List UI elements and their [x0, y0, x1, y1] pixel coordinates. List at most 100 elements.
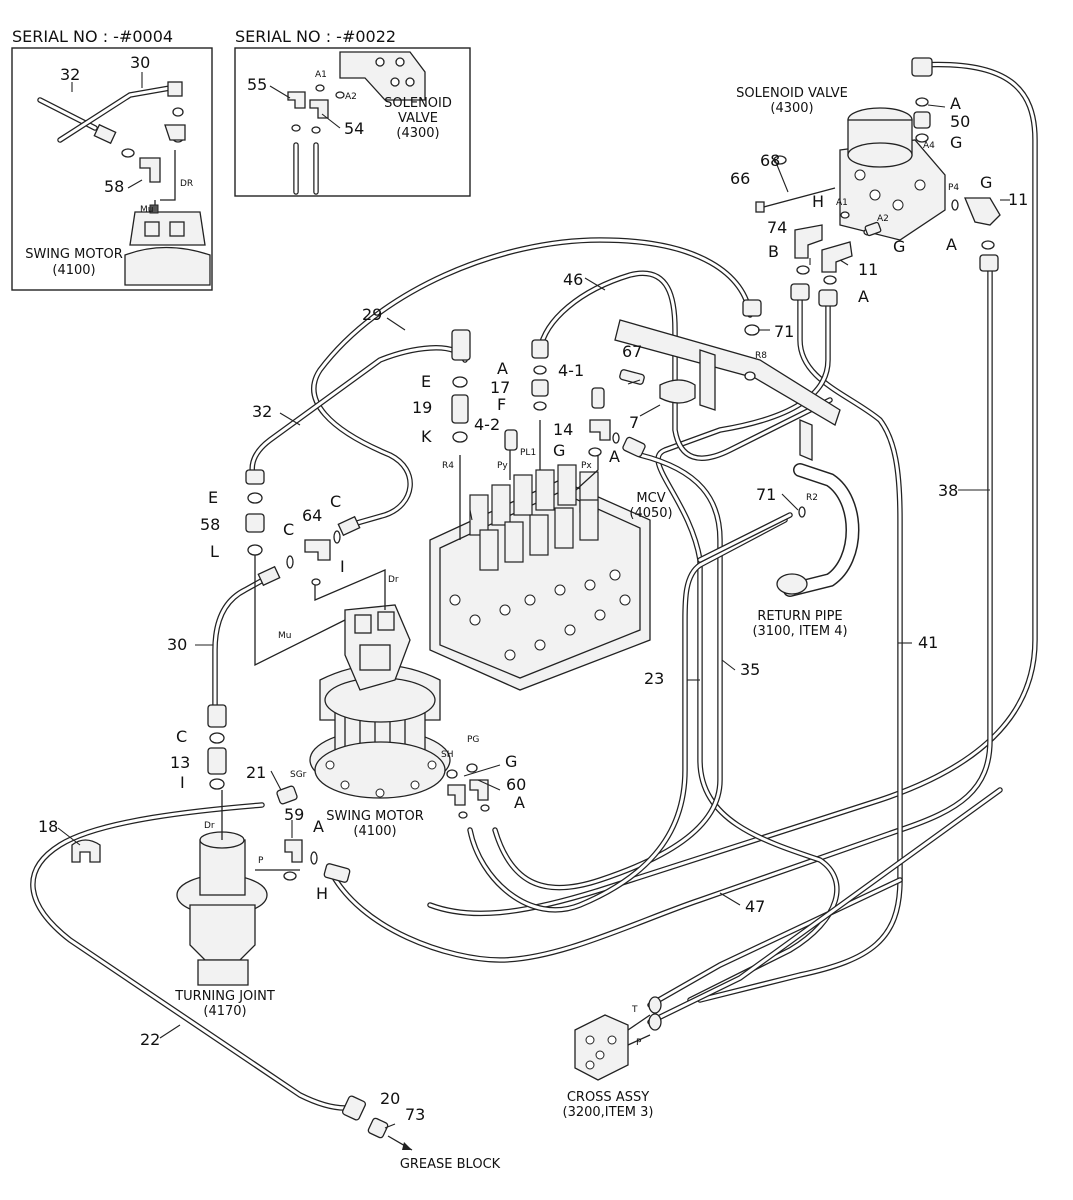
callout-18: 18 — [38, 817, 58, 836]
inset-1-swing-motor-sketch — [124, 204, 211, 286]
caption-solenoid-code: (4300) — [770, 101, 813, 116]
port-sgr: SGr — [290, 770, 307, 780]
callout-67: 67 — [622, 342, 642, 361]
callout-41: 41 — [918, 633, 938, 652]
letter-g-motor: G — [505, 752, 517, 771]
callout-22: 22 — [140, 1030, 160, 1049]
letter-k: K — [421, 427, 432, 446]
inset-1-caption-line-1: SWING MOTOR — [25, 247, 123, 262]
callout-14: 14 — [553, 420, 573, 439]
letter-a-top: A — [950, 94, 961, 113]
callout-19: 19 — [412, 398, 432, 417]
inset-1-serial-label: SERIAL NO : -#0004 — [12, 27, 173, 46]
letter-g-solenoid: G — [893, 237, 905, 256]
caption-swing-motor-code: (4100) — [353, 824, 396, 839]
inset-1-callout-58: 58 — [104, 177, 124, 196]
callout-11-right: 11 — [1008, 190, 1028, 209]
callout-38: 38 — [938, 481, 958, 500]
callout-21: 21 — [246, 763, 266, 782]
letter-a-right-solenoid: A — [946, 235, 957, 254]
caption-cross-assy-code: (3200,ITEM 3) — [563, 1105, 654, 1120]
caption-turning-joint: TURNING JOINT — [174, 989, 275, 1004]
callout-29: 29 — [362, 305, 382, 324]
letter-a-mcv: A — [497, 359, 508, 378]
callout-30: 30 — [167, 635, 187, 654]
port-p4: P4 — [948, 183, 959, 193]
callout-58: 58 — [200, 515, 220, 534]
callout-71-upper: 71 — [774, 322, 794, 341]
inset-1-port-dr: DR — [180, 179, 193, 189]
port-p-cross: P — [636, 1038, 642, 1048]
letter-h-solenoid: H — [812, 192, 824, 211]
letter-a-solenoid: A — [858, 287, 869, 306]
port-pg: PG — [467, 735, 479, 745]
inset-serial-0022: SERIAL NO : -#0022 A1 A2 55 54 SOLENOID … — [234, 27, 471, 197]
letter-i-lower: I — [180, 773, 185, 792]
port-r2: R2 — [806, 493, 818, 503]
callout-20: 20 — [380, 1089, 400, 1108]
inset-2-caption-line-2: VALVE — [398, 111, 438, 126]
fittings — [71, 57, 1001, 1151]
port-a2: A2 — [877, 214, 889, 224]
return-pipe-assembly — [614, 319, 841, 595]
part-callouts: 29 32 30 58 64 46 19 17 4-1 4-2 14 67 7 … — [38, 112, 1028, 1124]
letter-b: B — [768, 242, 779, 261]
callout-4-2: 4-2 — [474, 415, 500, 434]
port-t: T — [631, 1005, 638, 1015]
callout-68: 68 — [760, 151, 780, 170]
callout-7: 7 — [629, 413, 639, 432]
letter-c-right: C — [330, 492, 341, 511]
port-px: Px — [581, 461, 592, 471]
letter-g-right: G — [980, 173, 992, 192]
inset-2-callout-54: 54 — [344, 119, 364, 138]
caption-mcv: MCV — [636, 491, 665, 506]
port-mu: Mu — [278, 631, 291, 641]
callout-59: 59 — [284, 805, 304, 824]
letter-e-mcv: E — [421, 372, 431, 391]
letter-f: F — [497, 395, 506, 414]
caption-swing-motor: SWING MOTOR — [326, 809, 424, 824]
inset-serial-0004: SERIAL NO : -#0004 32 30 58 DR — [11, 27, 213, 291]
leader-lines — [57, 104, 1010, 1129]
letter-h-lower: H — [316, 884, 328, 903]
component-captions: SOLENOID VALVE (4300) MCV (4050) RETURN … — [174, 86, 848, 1172]
letter-g-top: G — [950, 133, 962, 152]
port-letters: E L C C I A E F K G A C I A H G A A G H … — [176, 94, 992, 903]
callout-17: 17 — [490, 378, 510, 397]
port-sh: SH — [441, 750, 453, 760]
inset-1-frame — [11, 47, 213, 291]
letter-a-motor: A — [514, 793, 525, 812]
callout-74: 74 — [767, 218, 787, 237]
turning-joint-4170 — [176, 790, 300, 986]
port-p-joint: P — [258, 856, 264, 866]
inset-1-callout-32: 32 — [60, 65, 80, 84]
inset-1-hoses — [37, 81, 186, 215]
letter-c-lower: C — [176, 727, 187, 746]
callout-47: 47 — [745, 897, 765, 916]
callout-66: 66 — [730, 169, 750, 188]
mcv-valve-block — [429, 420, 651, 691]
caption-turning-joint-code: (4170) — [203, 1004, 246, 1019]
caption-solenoid-valve: SOLENOID VALVE — [736, 86, 848, 101]
port-a4: A4 — [923, 141, 935, 151]
inset-2-caption-line-3: (4300) — [396, 126, 439, 141]
caption-return-pipe-code: (3100, ITEM 4) — [752, 624, 847, 639]
callout-11-left: 11 — [858, 260, 878, 279]
callout-13: 13 — [170, 753, 190, 772]
letter-c-left: C — [283, 520, 294, 539]
inset-1-caption-line-2: (4100) — [52, 263, 95, 278]
callout-71-lower: 71 — [756, 485, 776, 504]
swing-motor-4100 — [254, 555, 451, 799]
caption-grease-block: GREASE BLOCK — [400, 1157, 501, 1172]
caption-return-pipe: RETURN PIPE — [757, 609, 842, 624]
inset-1-port-mu: Mu — [140, 205, 153, 215]
letter-i-upper: I — [340, 557, 345, 576]
callout-23: 23 — [644, 669, 664, 688]
inset-2-port-a2: A2 — [345, 92, 357, 102]
port-pl1: PL1 — [520, 448, 536, 458]
letter-g-mcv: G — [553, 441, 565, 460]
port-tags: R4 Py PL1 Px R8 R2 Dr Mu PG SH SGr Dr P … — [204, 141, 959, 1048]
inset-2-caption-line-1: SOLENOID — [384, 96, 452, 111]
cross-assy-3200 — [574, 996, 662, 1081]
